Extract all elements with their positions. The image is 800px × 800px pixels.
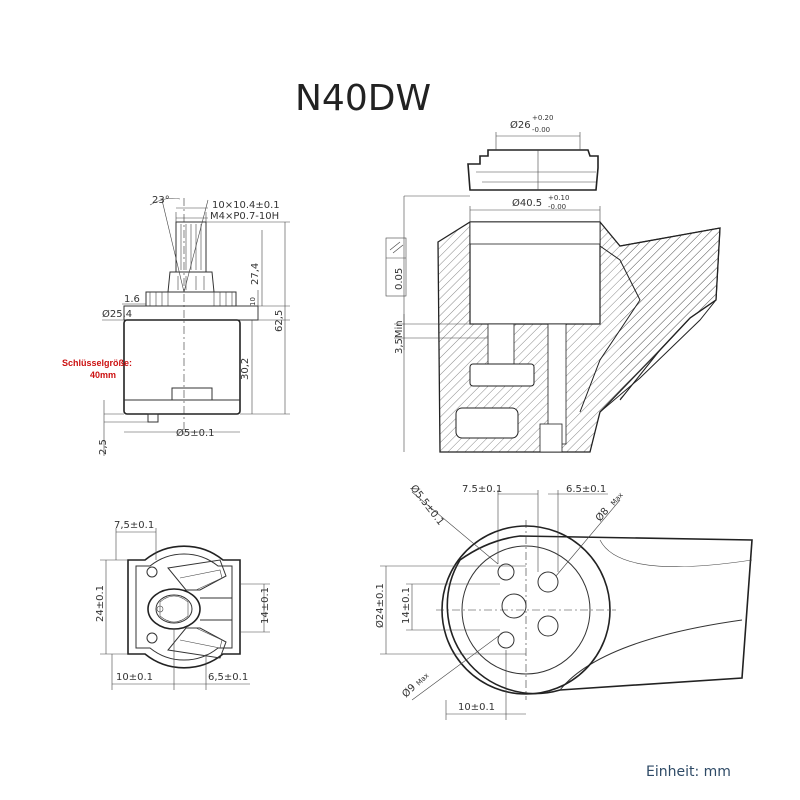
angle-label: 23°	[152, 195, 170, 206]
dia-26-tol-plus: +0.20	[532, 114, 553, 122]
port-d-6-5: 6.5±0.1	[566, 484, 606, 495]
port-d-7-5: 7.5±0.1	[462, 484, 502, 495]
bottom-d-6-5: 6,5±0.1	[208, 672, 248, 683]
port-hole-c	[537, 571, 559, 593]
bottom-outline	[127, 545, 241, 669]
key-size-title: Schlüsselgröße:	[62, 358, 132, 368]
port-dia-5-5: Ø5.5±0.1	[408, 482, 447, 527]
height-2-5: 2,5	[98, 439, 109, 455]
dia-25-4: Ø25,4	[102, 308, 132, 320]
port-dia-8-max: Max	[609, 491, 624, 507]
drawing-title: N40DW	[295, 78, 431, 119]
bottom-view: 7,5±0.1 24±0.1 14±0.1 10±0.1 6,5±0.1	[95, 520, 271, 690]
port-dia-8: Ø8	[593, 505, 611, 524]
stem-neck	[167, 271, 215, 293]
dia-40-5-tol-minus: -0.00	[548, 203, 566, 211]
port-hole-d	[537, 615, 559, 637]
key-size-value: 40mm	[90, 370, 116, 380]
flatness-label: 0.05	[394, 268, 405, 290]
bottom-d-7-5: 7,5±0.1	[114, 520, 154, 531]
dia-40-5-label: Ø40.5	[512, 197, 542, 209]
height-62-5: 62,5	[274, 310, 285, 332]
bottom-d-24: 24±0.1	[95, 585, 106, 622]
port-hole-center	[501, 593, 527, 619]
height-10: 10	[249, 297, 257, 306]
port-hole-b	[497, 631, 515, 649]
port-hole-a	[497, 563, 515, 581]
dia-5: Ø5±0.1	[176, 427, 215, 439]
body-collar	[123, 305, 259, 321]
side-view: 23° 10×10.4±0.1 M4×P0.7-10H 27,4 62,5 10…	[62, 195, 290, 456]
bottom-d-10: 10±0.1	[116, 672, 153, 683]
bottom-center-port	[147, 588, 201, 630]
height-27-4: 27,4	[250, 263, 261, 285]
bottom-d-14: 14±0.1	[260, 587, 271, 624]
section-view: Ø26 +0.20 -0.00 Ø40.5 +0.10 -0.00 0.05	[385, 114, 721, 453]
dia-26-tol-minus: -0.00	[532, 126, 550, 134]
port-dia-9-max: Max	[415, 672, 431, 688]
top-width-label: 10×10.4±0.1	[212, 200, 280, 211]
thread-label: M4×P0.7-10H	[210, 211, 279, 222]
dia-26-label: Ø26	[510, 119, 531, 131]
port-d-10: 10±0.1	[458, 702, 495, 713]
unit-label: Einheit: mm	[646, 764, 731, 780]
locating-hole-top	[146, 566, 158, 578]
cartridge-body	[123, 319, 241, 415]
depth-min-label: 3,5Min	[394, 320, 405, 354]
port-view: 7.5±0.1 6.5±0.1 Ø5.5±0.1 Ø8 Max Ø24±0.1 …	[374, 482, 753, 720]
locating-hole-bottom	[146, 632, 158, 644]
section-cap	[467, 149, 599, 191]
gear-ring	[145, 291, 237, 307]
height-30-2: 30,2	[240, 358, 251, 380]
gap-1-6: 1.6	[124, 294, 140, 305]
port-dia-24: Ø24±0.1	[374, 583, 386, 628]
dia-40-5-tol-plus: +0.10	[548, 194, 569, 202]
port-d-14: 14±0.1	[401, 587, 412, 624]
seat-inner-circle	[461, 545, 591, 675]
